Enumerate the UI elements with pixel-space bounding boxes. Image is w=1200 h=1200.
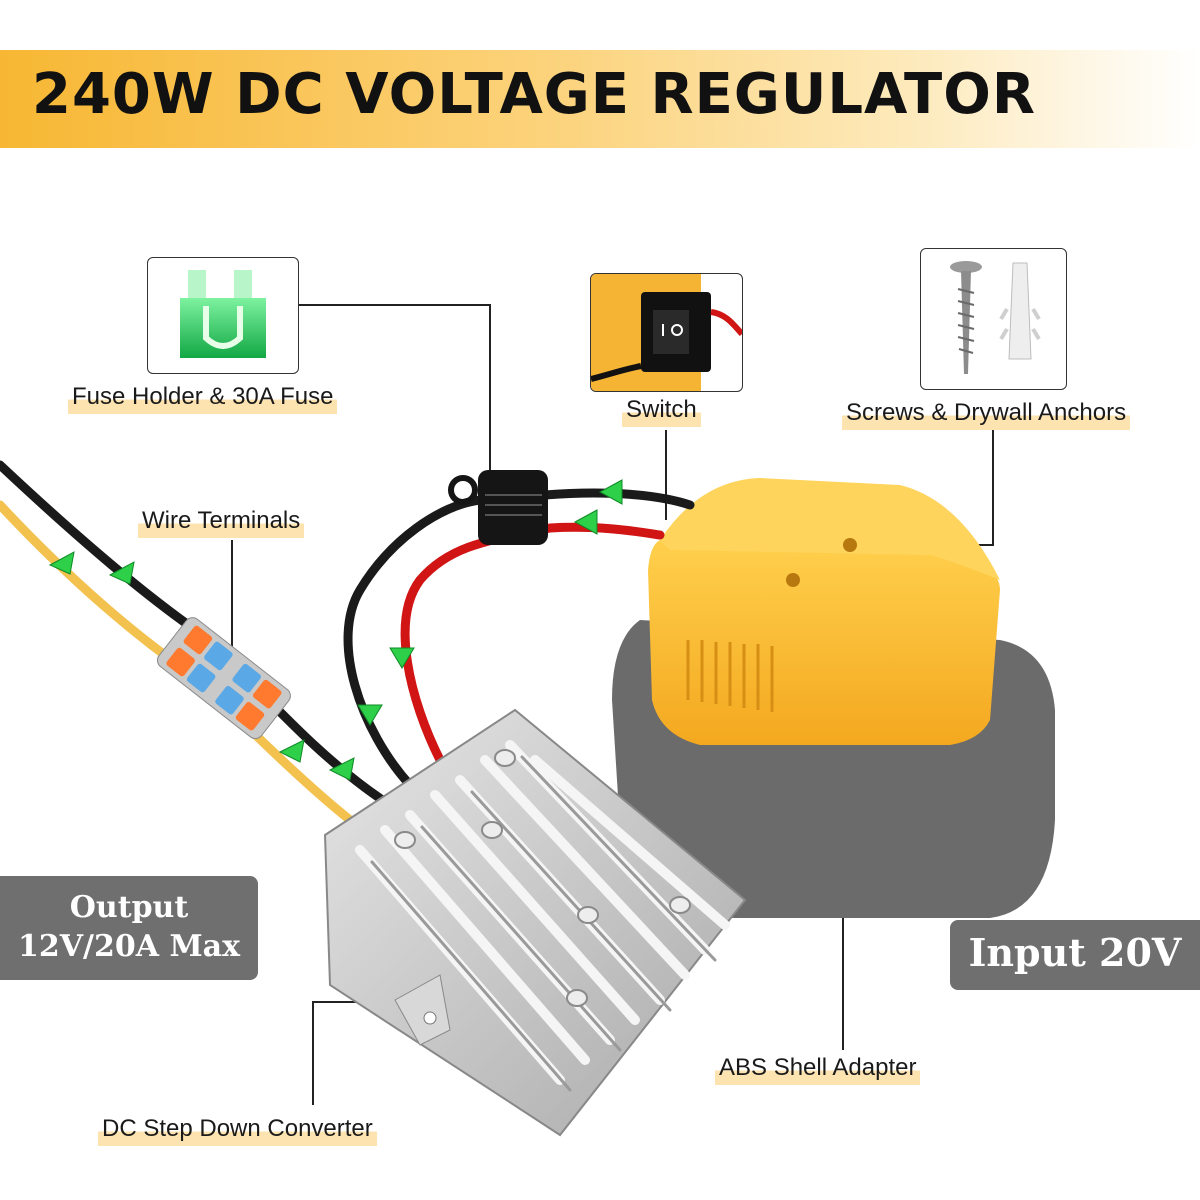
- wire-terminals-callout: Wire Terminals: [138, 506, 305, 538]
- page-title: 240W DC VOLTAGE REGULATOR: [32, 62, 1036, 127]
- flow-arrow: [573, 509, 598, 535]
- fuse-callout: Fuse Holder & 30A Fuse: [68, 382, 338, 414]
- mounting-hole: [423, 1011, 437, 1025]
- screws-callout: Screws & Drywall Anchors: [842, 398, 1131, 430]
- screw-hole: [843, 538, 857, 552]
- output-label: Output: [69, 890, 189, 925]
- flow-arrow: [108, 561, 135, 585]
- input-value: Input 20V: [968, 930, 1182, 975]
- input-spec-box: Input 20V: [950, 920, 1200, 990]
- converter-screws: [394, 749, 691, 1007]
- flow-arrow: [598, 479, 623, 505]
- flow-arrow: [328, 757, 355, 781]
- flow-arrow: [357, 704, 383, 726]
- converter-callout: DC Step Down Converter: [98, 1114, 377, 1146]
- abs-shell-callout: ABS Shell Adapter: [715, 1053, 921, 1085]
- flow-arrow: [389, 647, 415, 669]
- flow-arrow: [48, 551, 75, 575]
- input-black-wire: [343, 488, 695, 790]
- screws-thumbnail: [920, 248, 1067, 390]
- wire-terminal-connector: [156, 617, 291, 740]
- output-value: 12V/20A Max: [18, 929, 240, 964]
- screw-hole: [786, 573, 800, 587]
- switch-thumbnail: [590, 273, 743, 392]
- dc-step-down-converter: [323, 708, 747, 1137]
- inline-fuse-holder: [448, 470, 548, 545]
- input-red-wire: [400, 522, 665, 765]
- switch-callout: Switch: [622, 395, 701, 427]
- flow-arrow: [278, 739, 305, 763]
- title-banner: [0, 50, 1200, 148]
- adapter-ribs: [686, 640, 774, 712]
- flow-arrows: [48, 479, 623, 781]
- output-spec-box: Output 12V/20A Max: [0, 876, 258, 980]
- abs-shell-adapter: [648, 478, 1000, 745]
- fuse-leader-line: [298, 304, 491, 485]
- fuse-thumbnail: [147, 257, 299, 374]
